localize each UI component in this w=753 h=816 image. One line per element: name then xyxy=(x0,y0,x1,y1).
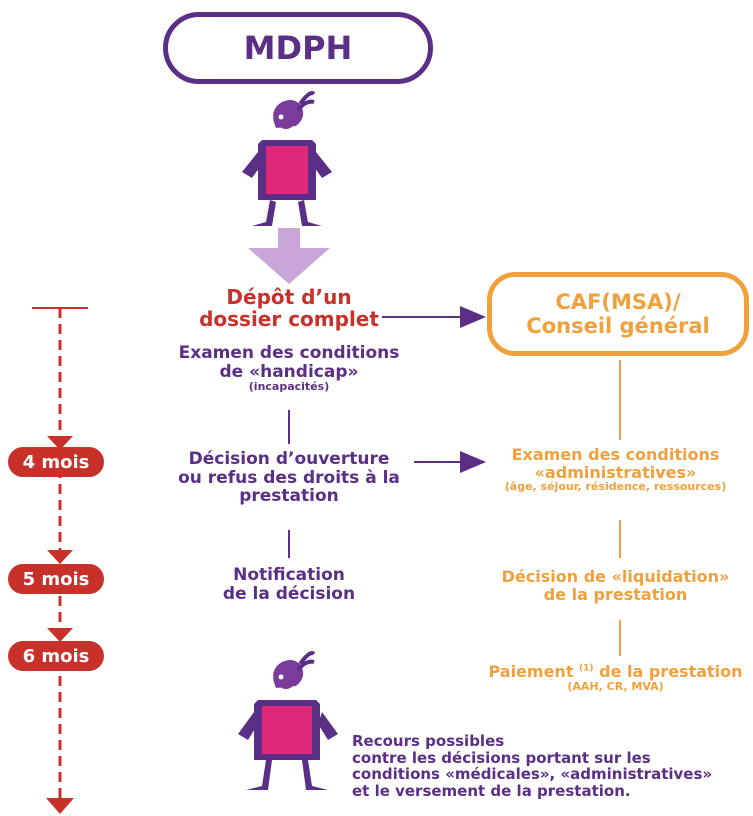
examen-handicap-label: Examen des conditions de «handicap» (inc… xyxy=(178,343,400,394)
footnote-marker: (1) xyxy=(579,663,594,674)
month-badge-6: 6 mois xyxy=(8,641,104,671)
caf-title-line2: Conseil général xyxy=(526,314,710,338)
paiement-suffix: de la prestation xyxy=(593,662,743,681)
paiement-label: Paiement (1) de la prestation (AAH, CR, … xyxy=(488,662,743,693)
depot-dossier-label: Dépôt d’un dossier complet xyxy=(199,285,379,331)
purple-connectors xyxy=(288,306,486,558)
caf-box: CAF(MSA)/ Conseil général xyxy=(487,272,749,356)
recours-note: Recours possibles contre les décisions p… xyxy=(352,732,713,800)
down-arrow-icon xyxy=(248,228,330,284)
month-badge-4: 4 mois xyxy=(8,447,104,477)
decision-ouverture-label: Décision d’ouverture ou refus des droits… xyxy=(178,449,400,507)
notification-label: Notification de la décision xyxy=(222,565,356,604)
month-badge-5: 5 mois xyxy=(8,564,104,594)
paiement-prefix: Paiement xyxy=(488,662,574,681)
person-figure-icon xyxy=(238,651,338,790)
person-figure-icon xyxy=(242,91,332,226)
mdph-box: MDPH xyxy=(163,12,433,84)
liquidation-label: Décision de «liquidation» de la prestati… xyxy=(501,567,730,604)
examen-administratif-label: Examen des conditions «administratives» … xyxy=(504,445,727,494)
timeline-line xyxy=(32,307,88,814)
caf-title-line1: CAF(MSA)/ xyxy=(555,289,681,314)
